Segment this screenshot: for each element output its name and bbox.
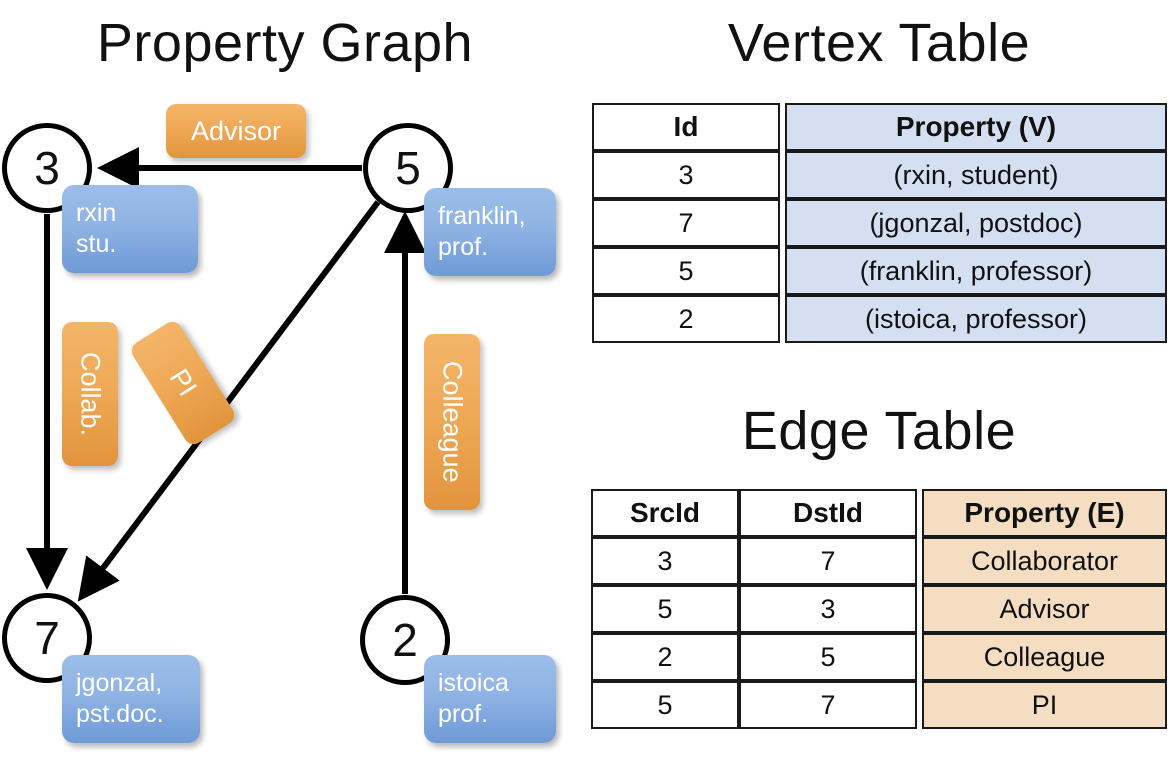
node-property-box-3: rxin stu.	[62, 185, 198, 273]
vertex-cell-property: (franklin, professor)	[785, 247, 1167, 295]
node-property-line: pst.doc.	[76, 700, 164, 728]
node-property-box-7: jgonzal, pst.doc.	[62, 655, 200, 743]
table-header-row: SrcId DstId Property (E)	[591, 489, 1167, 537]
node-property-line: rxin	[76, 198, 117, 227]
table-header-row: Id Property (V)	[592, 103, 1167, 151]
vertex-cell-property: (istoica, professor)	[785, 295, 1167, 343]
edge-cell-dstid: 5	[739, 633, 917, 681]
table-row[interactable]: 2 (istoica, professor)	[592, 295, 1167, 343]
vertex-header-property: Property (V)	[785, 103, 1167, 151]
vertex-header-id: Id	[592, 103, 780, 151]
graph-node-5[interactable]: 5	[363, 123, 453, 213]
edge-cell-dstid: 7	[739, 681, 917, 729]
node-property-line: jgonzal,	[76, 668, 163, 697]
edge-label-collab: Collab.	[62, 322, 118, 466]
edge-cell-property: Advisor	[922, 585, 1167, 633]
table-row[interactable]: 5 7 PI	[591, 681, 1167, 729]
edge-cell-srcid: 5	[591, 681, 739, 729]
graph-node-2[interactable]: 2	[360, 595, 450, 685]
table-row[interactable]: 3 (rxin, student)	[592, 151, 1167, 199]
vertex-cell-property: (rxin, student)	[785, 151, 1167, 199]
node-property-box-2: istoica prof.	[424, 655, 556, 743]
vertex-cell-id: 5	[592, 247, 780, 295]
edge-label-advisor: Advisor	[166, 104, 306, 158]
edge-cell-property: Colleague	[922, 633, 1167, 681]
edge-table: SrcId DstId Property (E) 3 7 Collaborato…	[591, 489, 1167, 729]
table-row[interactable]: 5 3 Advisor	[591, 585, 1167, 633]
edge-cell-dstid: 3	[739, 585, 917, 633]
node-property-line: prof.	[438, 233, 489, 261]
section-title-edge-table: Edge Table	[741, 401, 1017, 461]
vertex-cell-id: 2	[592, 295, 780, 343]
edge-cell-srcid: 2	[591, 633, 739, 681]
node-property-line: franklin,	[438, 201, 526, 230]
edge-header-dstid: DstId	[739, 489, 917, 537]
edge-header-property: Property (E)	[922, 489, 1167, 537]
table-row[interactable]: 2 5 Colleague	[591, 633, 1167, 681]
vertex-cell-property: (jgonzal, postdoc)	[785, 199, 1167, 247]
node-property-line: prof.	[438, 700, 489, 728]
vertex-cell-id: 7	[592, 199, 780, 247]
edge-label-colleague: Colleague	[424, 334, 480, 510]
property-graph-diagram: 3 5 7 2 rxin stu. franklin, prof. jgonza…	[2, 104, 556, 743]
table-row[interactable]: 5 (franklin, professor)	[592, 247, 1167, 295]
edge-cell-property: PI	[922, 681, 1167, 729]
edge-cell-srcid: 3	[591, 537, 739, 585]
edge-cell-dstid: 7	[739, 537, 917, 585]
table-row[interactable]: 3 7 Collaborator	[591, 537, 1167, 585]
edge-cell-srcid: 5	[591, 585, 739, 633]
edge-label-pi: PI	[127, 318, 239, 448]
node-property-line: istoica	[438, 668, 509, 697]
edge-header-srcid: SrcId	[591, 489, 739, 537]
page-title-property-graph: Property Graph	[96, 13, 474, 73]
node-property-box-5: franklin, prof.	[424, 188, 556, 276]
vertex-table: Id Property (V) 3 (rxin, student) 7 (jgo…	[592, 103, 1167, 343]
vertex-cell-id: 3	[592, 151, 780, 199]
edge-cell-property: Collaborator	[922, 537, 1167, 585]
section-title-vertex-table: Vertex Table	[727, 13, 1031, 73]
node-property-line: stu.	[76, 230, 117, 258]
table-row[interactable]: 7 (jgonzal, postdoc)	[592, 199, 1167, 247]
